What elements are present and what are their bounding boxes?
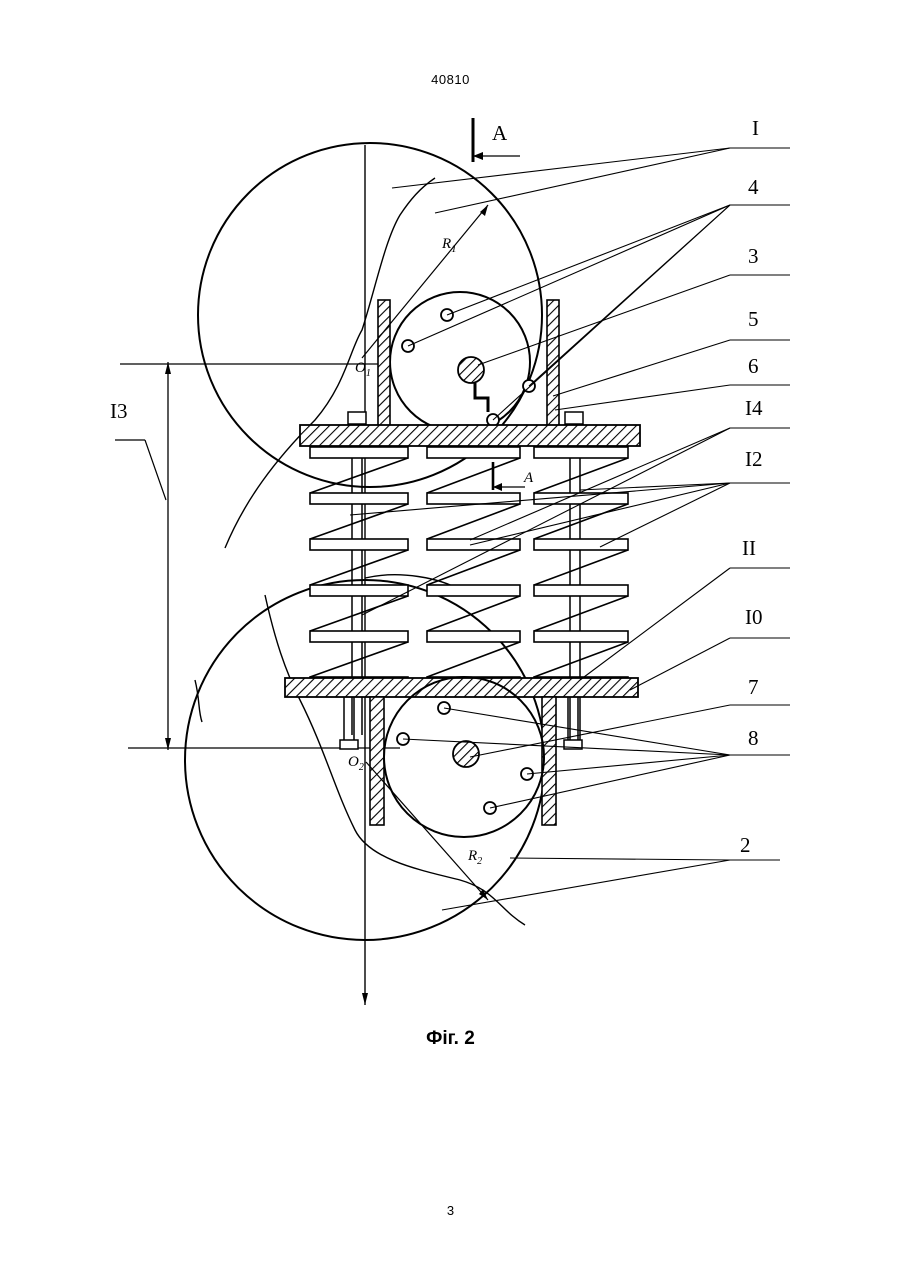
callout-2: 2 <box>740 833 751 857</box>
callout-4: 4 <box>748 175 759 199</box>
callout-12: I2 <box>745 447 763 471</box>
inner-section-marker: A <box>523 470 534 486</box>
callout-3: 3 <box>748 244 759 268</box>
callout-5: 5 <box>748 307 759 331</box>
callout-6: 6 <box>748 354 759 378</box>
upper-left-bracket <box>378 300 390 428</box>
center-label-o2: O2 <box>348 754 364 773</box>
upper-shaft <box>458 357 484 383</box>
lower-shaft <box>453 741 479 767</box>
callout-7: 7 <box>748 675 759 699</box>
upper-plate <box>300 425 640 446</box>
callout-1: I <box>752 116 759 140</box>
page-number: 3 <box>0 1203 901 1218</box>
lower-left-bracket <box>370 697 384 825</box>
spring-left <box>310 447 408 688</box>
spring-middle <box>427 447 520 688</box>
callout-14: I4 <box>745 396 763 420</box>
center-label-o1: O1 <box>355 360 371 379</box>
spring-right <box>534 447 628 688</box>
callout-11: II <box>742 536 756 560</box>
lower-plate <box>285 678 638 697</box>
technical-drawing: I3 A <box>100 100 800 1020</box>
callout-10: I0 <box>745 605 763 629</box>
radius-label-r2: R2 <box>467 848 482 867</box>
lower-break-line <box>265 595 525 925</box>
section-marker: A <box>492 121 508 145</box>
patent-number: 40810 <box>0 72 901 87</box>
callout-8: 8 <box>748 726 759 750</box>
dimension-label: I3 <box>110 399 128 423</box>
figure-caption: Фіг. 2 <box>0 1028 901 1050</box>
